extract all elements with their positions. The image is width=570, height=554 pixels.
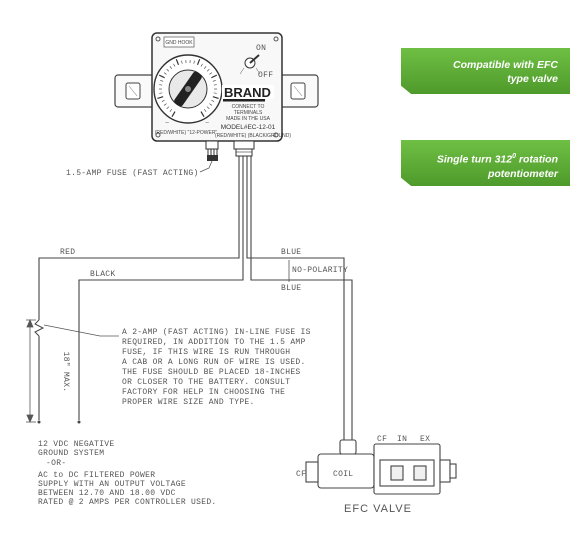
- dial-tick: [203, 66, 207, 69]
- dial-tick: [169, 109, 173, 112]
- pot-badge-main: Single turn 312: [436, 153, 513, 166]
- dial-tick: [203, 109, 207, 112]
- valve-port-in: IN: [397, 435, 407, 444]
- pot-badge-line-2: potentiometer: [487, 167, 558, 180]
- dial-tick: [200, 111, 205, 118]
- power-line-2: GROUND SYSTEM: [38, 449, 104, 458]
- note-line-1: A 2-AMP (FAST ACTING) IN-LINE FUSE IS: [122, 328, 311, 337]
- dial-label-right: ∼: [205, 120, 209, 126]
- polarity-label: NO-POLARITY: [292, 266, 348, 275]
- blue-wire-1: [246, 156, 345, 440]
- controller-model: MODEL#EC-12-01: [221, 124, 276, 131]
- max-length-dimension: [26, 318, 36, 424]
- switch-off-label: OFF: [258, 71, 273, 80]
- max-length-label: 18" MAX.: [61, 352, 70, 393]
- power-line-6: BETWEEN 12.70 AND 18.00 VDC: [38, 489, 176, 498]
- dial-tick: [161, 100, 165, 102]
- red-wire-label: RED: [60, 248, 75, 257]
- black-wire: [78, 156, 244, 420]
- dial-ticks: [157, 58, 219, 118]
- power-line-1: 12 VDC NEGATIVE: [38, 440, 115, 449]
- dial-tick: [212, 80, 216, 82]
- dial-tick: [158, 74, 165, 79]
- fuse-leader-line: [199, 160, 213, 173]
- red-wire: [38, 156, 240, 420]
- power-switch[interactable]: ON OFF: [239, 44, 273, 80]
- fuse-note: A 2-AMP (FAST ACTING) IN-LINE FUSE IS RE…: [122, 328, 311, 407]
- dial-tick: [163, 103, 167, 106]
- dial-tick: [166, 69, 170, 72]
- dial-tick: [171, 111, 176, 118]
- pot-badge-line-1: Single turn 3120 rotation: [411, 150, 558, 167]
- svg-text:BRAND: BRAND: [224, 85, 271, 100]
- dial-label-left: ∼: [165, 120, 169, 126]
- controller-info-line-3: MADE IN THE USA: [226, 116, 270, 122]
- dial-tick: [209, 103, 213, 106]
- pot-badge-degree: 0: [512, 153, 516, 160]
- fuse-holder: [205, 140, 219, 161]
- note-line-5: THE FUSE SHOULD BE PLACED 18-INCHES: [122, 368, 301, 377]
- dial-tick: [169, 66, 173, 69]
- valve-coil-label: COIL: [333, 470, 353, 479]
- power-line-5: SUPPLY WITH AN OUTPUT VOLTAGE: [38, 480, 186, 489]
- blue-wire-label-bottom: BLUE: [281, 284, 301, 293]
- potentiometer-dial[interactable]: [153, 54, 223, 124]
- dial-tick: [209, 72, 213, 75]
- note-line-7: FACTORY FOR HELP IN CHOOSING THE: [122, 388, 285, 397]
- brand-logo: BRAND: [222, 85, 274, 102]
- blue-wire-2: [250, 156, 353, 440]
- dial-tick: [157, 96, 164, 100]
- controller-info-line-1: CONNECT TO: [232, 104, 265, 110]
- dial-tick: [166, 106, 170, 109]
- black-wire-label: BLACK: [90, 270, 116, 279]
- fuse-label: 1.5-AMP FUSE (FAST ACTING): [66, 169, 199, 178]
- inline-fuse: [34, 319, 45, 337]
- controller-left-lead: (RED/WHITE) "12-POWER": [155, 130, 218, 136]
- note-line-8: PROPER WIRE SIZE AND TYPE.: [122, 398, 255, 407]
- efc-compatibility-badge: Compatible with EFC type valve: [401, 48, 570, 94]
- dial-tick: [206, 69, 210, 72]
- mounting-flange-right: [277, 74, 319, 108]
- note-leader-line: [43, 324, 119, 337]
- controller-right-lead: (RED/WHITE) (BLACK/GROUND): [215, 133, 291, 139]
- efc-badge-line-1: Compatible with EFC: [453, 59, 558, 71]
- efc-valve: [305, 439, 457, 495]
- dial-tick: [200, 63, 203, 67]
- note-line-4: A CAB OR A LONG RUN OF WIRE IS USED.: [122, 358, 306, 367]
- note-line-6: OR CLOSER TO THE BATTERY. CONSULT: [122, 378, 290, 387]
- valve-port-ex: EX: [420, 435, 430, 444]
- controller-unit: GND HOOK ∼ ∼ ON OFF BRAND CONNECT TO TER…: [114, 32, 319, 161]
- valve-port-cf: CF: [377, 435, 387, 444]
- valve-name: EFC VALVE: [344, 503, 412, 515]
- valve-port-left: CF: [296, 470, 306, 479]
- dial-tick: [211, 100, 215, 102]
- dial-tick: [181, 60, 183, 64]
- dial-tick: [160, 80, 164, 82]
- power-line-7: RATED @ 2 AMPS PER CONTROLLER USED.: [38, 498, 217, 507]
- power-supply-note: 12 VDC NEGATIVE GROUND SYSTEM -OR- AC to…: [38, 440, 217, 507]
- mounting-flange-left: [114, 74, 156, 108]
- wire-bundle: [38, 156, 353, 440]
- note-line-2: REQUIRED, IN ADDITION TO THE 1.5 AMP: [122, 338, 306, 347]
- dial-tick: [212, 96, 219, 100]
- dial-tick: [163, 72, 167, 75]
- switch-on-label: ON: [256, 44, 266, 53]
- power-line-3: -OR-: [46, 459, 66, 468]
- note-line-3: FUSE, IF THIS WIRE IS RUN THROUGH: [122, 348, 290, 357]
- dial-tick: [193, 60, 195, 64]
- blue-wire-label-top: BLUE: [281, 248, 301, 257]
- dial-tick: [206, 106, 210, 109]
- gnd-hook-label: GND HOOK: [165, 40, 193, 46]
- power-line-4: AC to DC FILTERED POWER: [38, 471, 155, 480]
- pot-badge-rest: rotation: [516, 153, 558, 166]
- efc-badge-line-2: type valve: [507, 73, 558, 85]
- dial-tick: [173, 63, 176, 67]
- potentiometer-badge: Single turn 3120 rotation potentiometer: [401, 140, 570, 186]
- controller-info-line-2: TERMINALS: [234, 110, 263, 116]
- cable-gland: [233, 140, 255, 157]
- dial-tick: [175, 58, 180, 66]
- dial-tick: [211, 74, 218, 79]
- dial-tick: [196, 58, 201, 66]
